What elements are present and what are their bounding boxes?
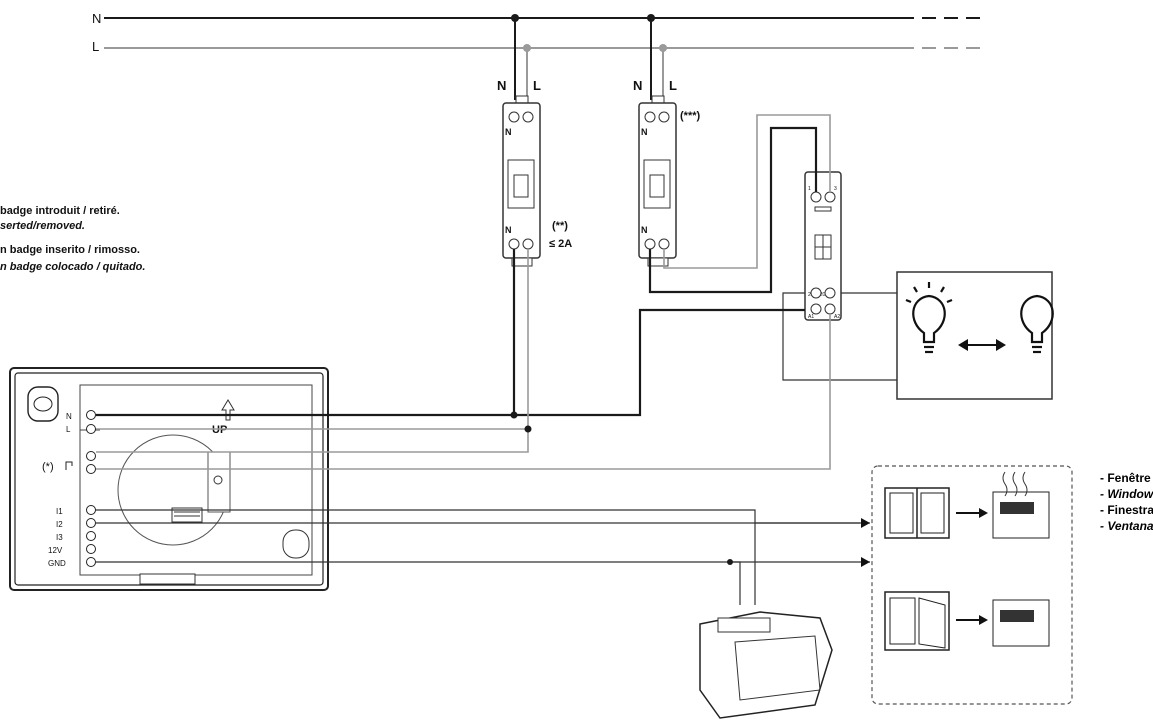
wire-device-aux — [96, 314, 831, 470]
window-legend: - Fenêtre - Window - Finestra - Ventana — [1100, 470, 1153, 534]
breaker1-n-label: N — [497, 78, 506, 93]
terminal-label-i2: I2 — [56, 520, 63, 529]
wire-device-i1 — [96, 509, 756, 605]
legend-item-fr: - Fenêtre — [1100, 471, 1151, 485]
heater-off-icon — [992, 599, 1050, 647]
note-line-es: n badge colocado / quitado. — [0, 261, 146, 273]
window-closed-icon — [884, 487, 950, 539]
live-line-label: L — [92, 39, 99, 54]
heater-on-icon — [992, 471, 1050, 539]
junction-dot — [510, 411, 518, 419]
legend-item-en: - Window — [1100, 487, 1153, 501]
breaker1-n-top: N — [505, 127, 512, 137]
note-line-it: n badge inserito / rimosso. — [0, 244, 140, 256]
breaker2-n-label: N — [633, 78, 642, 93]
circuit-breaker-1: N L N N — [497, 18, 541, 267]
wire-breaker2-live-to-relay — [663, 114, 831, 269]
legend-item-es: - Ventana — [1100, 519, 1153, 533]
lamp-on-icon — [905, 282, 953, 354]
relay-pin-3: 3 — [834, 186, 837, 192]
circuit-breaker-2: N L N N — [633, 18, 677, 267]
badge-reader-device: UP — [9, 367, 329, 591]
terminal-label-l: L — [66, 425, 71, 434]
junction-dot — [524, 425, 532, 433]
wire-breaker2-to-relay — [648, 126, 818, 294]
up-label: UP — [212, 424, 227, 436]
window-contact-panel — [871, 465, 1073, 705]
lamp-off-icon — [1020, 294, 1054, 354]
note-line-fr: badge introduit / retiré. — [0, 205, 120, 217]
breaker1-l-label: L — [533, 78, 541, 93]
arrow-icon — [956, 615, 988, 625]
breaker1-n-bottom: N — [505, 225, 512, 235]
wire-device-n — [96, 308, 805, 417]
arrow-head — [861, 557, 870, 567]
terminal-label-n: N — [66, 412, 72, 421]
arrow-head — [861, 518, 870, 528]
breaker1-rating: ≤ 2A — [549, 238, 572, 250]
aux-marker: (*) — [42, 461, 54, 473]
relay-pin-a1: A1 — [808, 314, 814, 320]
badge-holder-module — [699, 611, 833, 719]
neutral-line-label: N — [92, 11, 101, 26]
legend-item-it: - Finestra — [1100, 503, 1153, 517]
device-terminals: N L (*) I1 I2 I3 12V GND — [42, 410, 96, 568]
terminal-label-gnd: GND — [48, 559, 66, 568]
wire-breaker1-l-down — [96, 249, 529, 453]
terminal-label-i1: I1 — [56, 507, 63, 516]
breaker2-n-top: N — [641, 127, 648, 137]
breaker2-note-code: (***) — [680, 110, 701, 122]
wire-to-window-box — [730, 561, 741, 605]
terminal-label-12v: 12V — [48, 546, 63, 555]
relay-model-text: E/200/1 — [815, 292, 832, 298]
wire-relay-to-lamp-bottom — [782, 292, 897, 381]
relay-pin-1: 1 — [808, 186, 811, 192]
breaker2-n-bottom: N — [641, 225, 648, 235]
relay-module: 1 3 2 E/200/1 A1 A2 — [804, 171, 842, 321]
lamp-panel — [896, 271, 1054, 400]
arrow-icon — [956, 508, 988, 518]
relay-pin-a2: A2 — [834, 314, 840, 320]
breaker1-note-code: (**) — [552, 220, 568, 232]
note-line-en: serted/removed. — [0, 220, 85, 232]
terminal-label-i3: I3 — [56, 533, 63, 542]
double-arrow-icon — [958, 339, 1006, 351]
breaker2-l-label: L — [669, 78, 677, 93]
window-open-icon — [884, 591, 950, 651]
relay-pin-2: 2 — [808, 292, 811, 298]
junction-dot — [727, 559, 733, 565]
